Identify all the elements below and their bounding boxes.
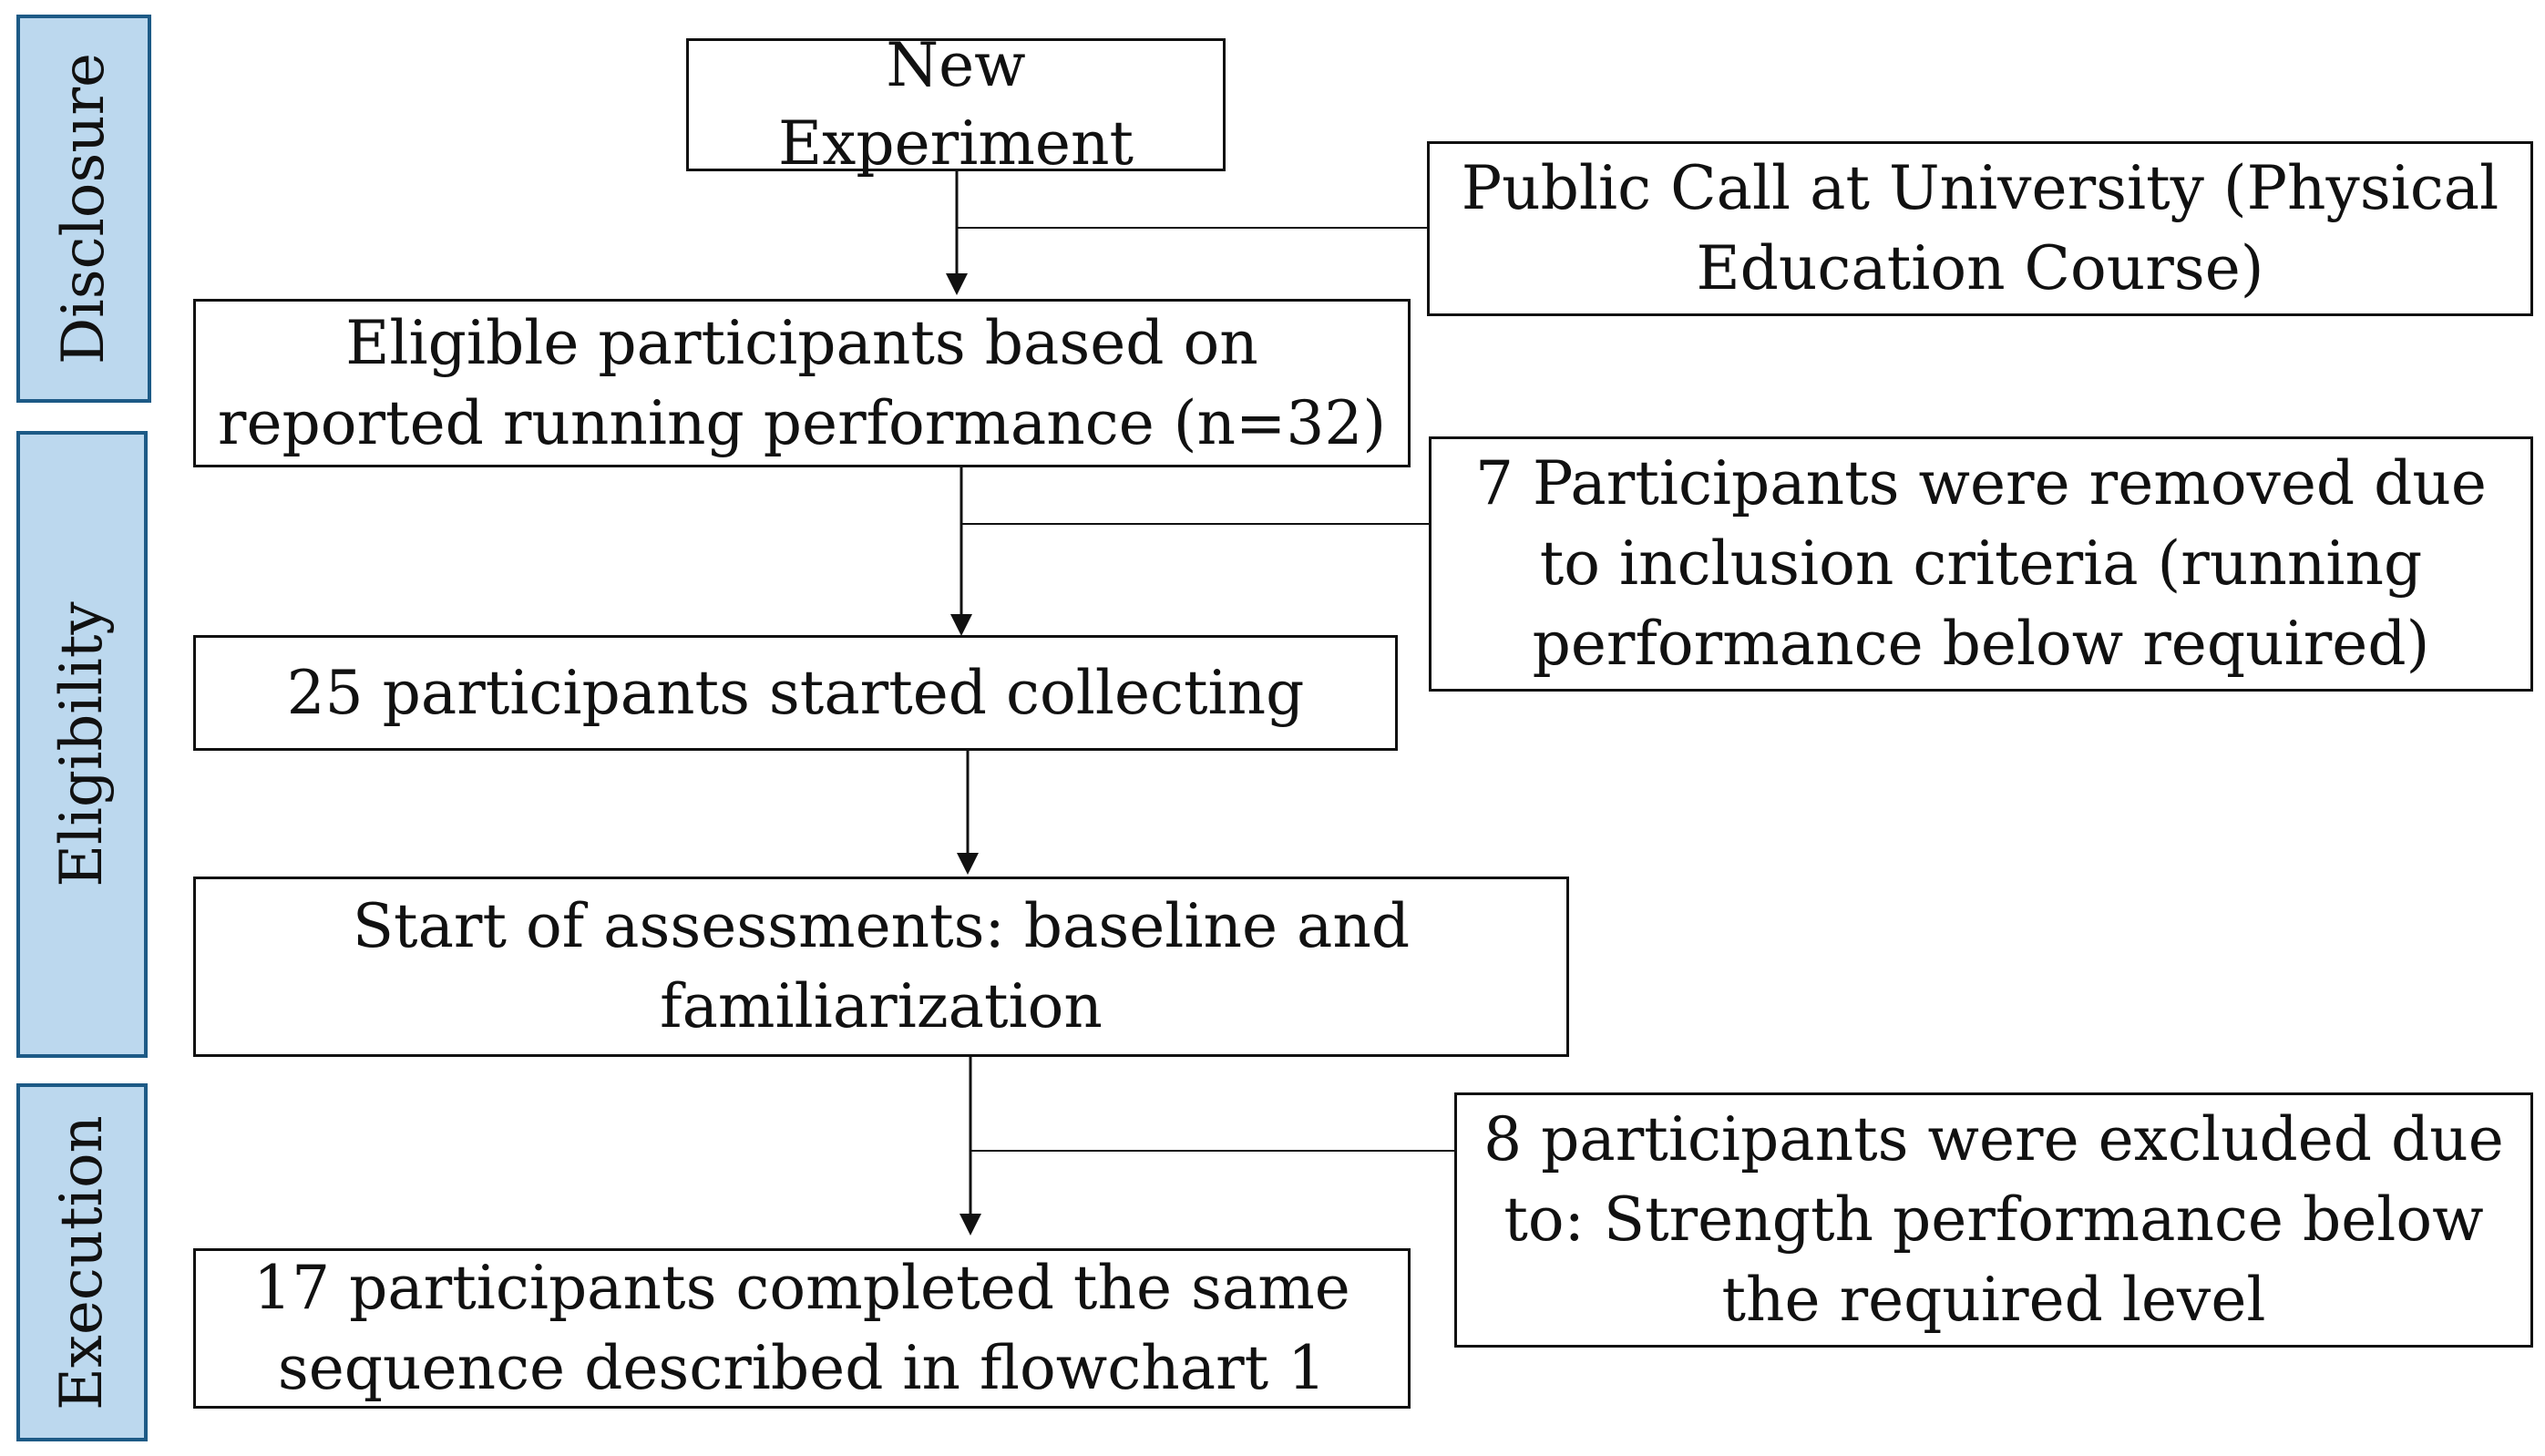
box-new-experiment: New Experiment — [686, 30, 1226, 179]
box-excluded-participants-text: 8 participants were excluded due to: Str… — [1483, 1104, 2504, 1335]
box-removed-participants: 7 Participants were removed due to inclu… — [1429, 436, 2533, 692]
arrowhead-assessments-to-completed — [960, 1214, 981, 1236]
box-started-collecting: 25 participants started collecting — [193, 635, 1398, 751]
box-completed-participants: 17 participants completed the same seque… — [193, 1248, 1411, 1409]
box-removed-participants-text: 7 Participants were removed due to inclu… — [1475, 448, 2487, 679]
arrowhead-new-to-eligible — [946, 273, 968, 295]
box-public-call: Public Call at University (Physical Educ… — [1427, 141, 2533, 316]
phase-eligibility: Eligibility — [16, 431, 148, 1058]
phase-disclosure: Disclosure — [16, 15, 151, 403]
box-public-call-text: Public Call at University (Physical Educ… — [1461, 153, 2499, 303]
box-new-experiment-text: New Experiment — [777, 30, 1134, 179]
box-eligible-participants: Eligible participants based on reported … — [193, 299, 1411, 467]
arrowhead-started-to-assessments — [957, 853, 979, 875]
box-start-assessments-text: Start of assessments: baseline and famil… — [352, 891, 1411, 1041]
phase-execution: Execution — [16, 1083, 148, 1441]
arrowhead-eligible-to-started — [950, 614, 972, 636]
box-eligible-participants-text: Eligible participants based on reported … — [217, 307, 1387, 458]
box-completed-participants-text: 17 participants completed the same seque… — [253, 1253, 1350, 1403]
box-start-assessments: Start of assessments: baseline and famil… — [193, 877, 1569, 1057]
box-excluded-participants: 8 participants were excluded due to: Str… — [1454, 1092, 2533, 1348]
box-started-collecting-text: 25 participants started collecting — [286, 657, 1305, 728]
